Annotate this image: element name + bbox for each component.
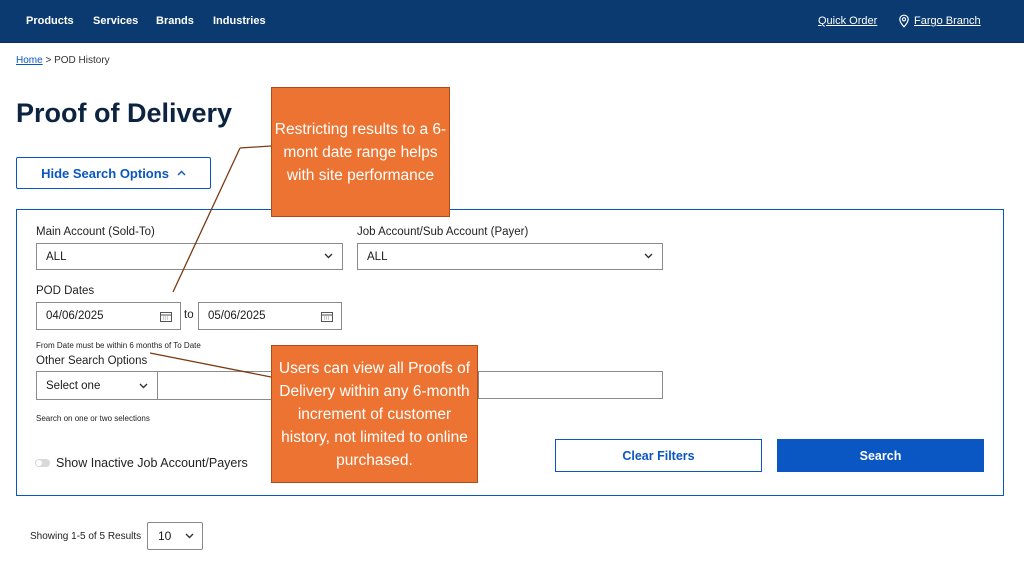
chevron-up-icon xyxy=(177,170,186,176)
main-account-label: Main Account (Sold-To) xyxy=(36,226,155,238)
breadcrumb-current: POD History xyxy=(54,55,110,66)
chevron-down-icon xyxy=(324,253,333,259)
callout-line-date-range-end xyxy=(239,145,272,149)
location-pin-icon xyxy=(899,14,909,28)
top-nav-bar xyxy=(0,0,1024,43)
other-search-input[interactable] xyxy=(157,371,273,400)
nav-item-services[interactable]: Services xyxy=(93,15,139,27)
breadcrumb-home-link[interactable]: Home xyxy=(16,55,43,66)
date-range-hint: From Date must be within 6 months of To … xyxy=(36,341,201,350)
job-account-value: ALL xyxy=(367,250,388,263)
calendar-icon[interactable] xyxy=(160,311,172,322)
to-date-input[interactable]: 05/06/2025 xyxy=(198,302,342,330)
other-search-select-value: Select one xyxy=(46,379,101,392)
branch-link[interactable]: Fargo Branch xyxy=(914,15,981,27)
chevron-down-icon xyxy=(139,383,148,389)
breadcrumb-separator: > xyxy=(45,55,52,66)
chevron-down-icon xyxy=(644,253,653,259)
page-title: Proof of Delivery xyxy=(16,98,233,128)
breadcrumb: Home > POD History xyxy=(16,55,110,66)
calendar-icon[interactable] xyxy=(321,311,333,322)
other-search-options-label: Other Search Options xyxy=(36,355,148,367)
main-account-select[interactable]: ALL xyxy=(36,243,343,270)
from-date-input[interactable]: 04/06/2025 xyxy=(36,302,181,330)
chevron-down-icon xyxy=(185,533,194,539)
nav-item-products[interactable]: Products xyxy=(26,15,74,27)
nav-item-brands[interactable]: Brands xyxy=(156,15,194,27)
callout-view-all: Users can view all Proofs of Delivery wi… xyxy=(271,345,478,483)
to-date-value: 05/06/2025 xyxy=(208,310,266,322)
page-size-value: 10 xyxy=(158,529,172,543)
search-button[interactable]: Search xyxy=(777,439,984,472)
callout-date-range-text: Restricting results to a 6-mont date ran… xyxy=(274,120,447,184)
callout-date-range: Restricting results to a 6-mont date ran… xyxy=(271,87,450,217)
page-size-select[interactable]: 10 xyxy=(147,522,203,550)
date-to-word: to xyxy=(184,309,194,321)
results-count: Showing 1-5 of 5 Results xyxy=(30,531,142,542)
hide-search-options-label: Hide Search Options xyxy=(41,165,169,181)
other-search-select[interactable]: Select one xyxy=(36,371,158,400)
nav-item-industries[interactable]: Industries xyxy=(213,15,266,27)
search-options-panel xyxy=(16,209,1004,496)
hide-search-options-button[interactable]: Hide Search Options xyxy=(16,157,211,189)
show-inactive-toggle[interactable] xyxy=(35,459,50,467)
callout-view-all-text: Users can view all Proofs of Delivery wi… xyxy=(278,359,471,469)
quick-order-link[interactable]: Quick Order xyxy=(818,15,878,27)
main-account-value: ALL xyxy=(46,250,67,263)
job-account-label: Job Account/Sub Account (Payer) xyxy=(357,226,529,238)
job-account-select[interactable]: ALL xyxy=(357,243,663,270)
second-search-input[interactable] xyxy=(478,371,663,399)
from-date-value: 04/06/2025 xyxy=(46,310,104,322)
search-selection-hint: Search on one or two selections xyxy=(36,414,150,423)
pod-dates-label: POD Dates xyxy=(36,285,95,297)
clear-filters-button[interactable]: Clear Filters xyxy=(555,439,762,472)
show-inactive-label: Show Inactive Job Account/Payers xyxy=(56,456,248,470)
